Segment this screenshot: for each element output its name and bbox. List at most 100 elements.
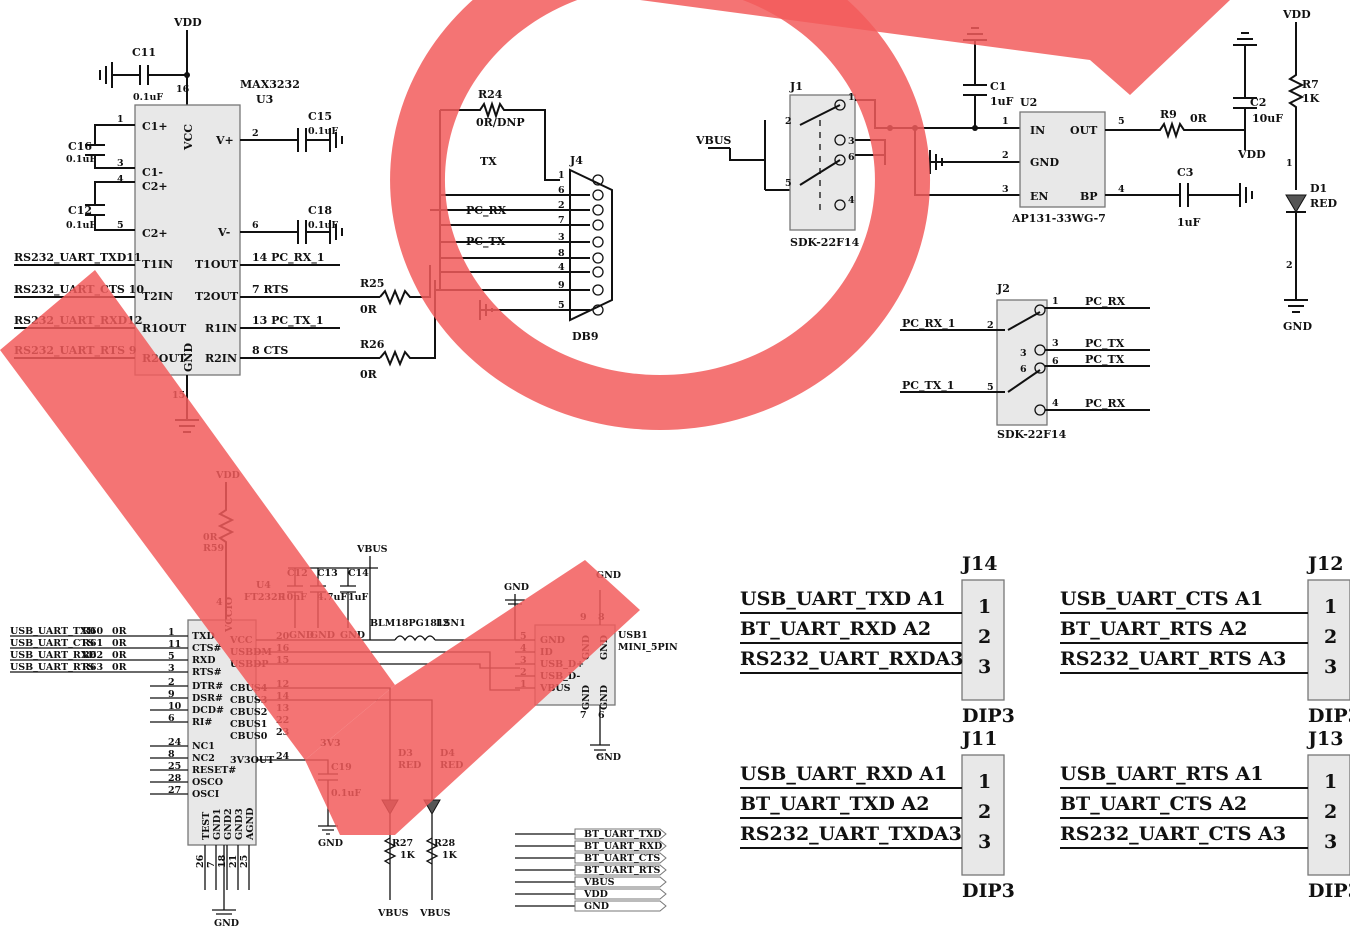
dip-pin-number: 1 <box>978 596 991 618</box>
c15-label: C15 <box>308 110 332 123</box>
u2-n4: 4 <box>1118 184 1125 195</box>
gnd-b: GND <box>310 630 335 641</box>
pn3: 3 <box>117 158 124 169</box>
c16-value: 0.1uF <box>66 154 96 165</box>
usb-block: GND GND USB1 MINI_5PIN GND5ID4USB_D+3USB… <box>504 570 678 763</box>
ft232-bottom-pin: AGND <box>245 808 256 841</box>
gnd-c19: GND <box>318 838 343 849</box>
net-rs232-cts: RS232_UART_CTS 10 <box>14 283 144 297</box>
ft-vbus: VBUS <box>356 544 388 555</box>
net-rs232-txd: RS232_UART_TXD11 <box>14 251 142 265</box>
ft232-series-resistor: R61 <box>82 638 103 649</box>
c19-label: C19 <box>331 762 352 773</box>
pin-r1out: R1OUT <box>142 322 187 335</box>
usb-pin-number: 3 <box>520 655 527 666</box>
c12b-v: 10nF <box>280 592 307 603</box>
ft232-series-resistor: R62 <box>82 650 103 661</box>
dip-row-label: BT_UART_RTS A2 <box>1060 618 1247 640</box>
gnd-ft: GND <box>214 918 239 929</box>
u2-n2: 2 <box>1002 150 1009 161</box>
ft232-left-pin: OSCO <box>192 777 223 788</box>
ref-u3: U3 <box>256 93 273 106</box>
ft232-left-pin-number: 6 <box>168 713 175 724</box>
ft232-left-pin: DCD# <box>192 705 224 716</box>
db9-pin-number: 2 <box>558 200 565 211</box>
dip-pin-number: 3 <box>1324 831 1337 853</box>
ft232-series-resistor-value: 0R <box>112 626 127 637</box>
r28-label: R28 <box>434 838 456 849</box>
ft232-left-pin: RXD <box>192 655 216 666</box>
j1-part: SDK-22F14 <box>790 236 860 249</box>
r7-value: 1K <box>1302 92 1320 105</box>
dip-switch-body <box>1307 754 1350 876</box>
j2-right-pc-tx-a: PC_TX <box>1085 337 1125 351</box>
ft232-left-pin: TXD <box>192 631 215 642</box>
usb-shield-pin: GND <box>581 635 592 660</box>
db9-pin-number: 7 <box>558 215 565 226</box>
c3-label: C3 <box>1177 166 1193 179</box>
ft232-left-pin: OSCI <box>192 789 220 800</box>
net-cts: 8 CTS <box>252 344 288 357</box>
ft232-left-pin: RESET# <box>192 765 236 776</box>
pin-c2p: C2+ <box>142 180 168 193</box>
dip-row-label: USB_UART_TXD A1 <box>740 588 946 610</box>
net-pc-tx-1: 13 PC_TX_1 <box>252 314 324 328</box>
usb-gnd-a: GND <box>504 582 529 593</box>
red-slash-top <box>640 0 1230 95</box>
ft232-series-resistor: R60 <box>82 626 104 637</box>
db9-pin-number: 1 <box>558 170 565 181</box>
r9-value: 0R <box>1190 112 1208 125</box>
ft232-bottom-pin: GND1 <box>212 808 223 840</box>
d4-val: RED <box>440 760 463 771</box>
usb-shield-pin-number: 9 <box>580 612 587 623</box>
j2-p1: 1 <box>1052 296 1059 307</box>
u2-out: OUT <box>1070 124 1098 137</box>
ft232-left-pin-number: 11 <box>168 639 181 650</box>
u2-regulator <box>1019 111 1106 208</box>
j2-p4: 4 <box>1052 398 1059 409</box>
ft232-left-pin-number: 24 <box>168 737 182 748</box>
ft232-right-pin-number: 13 <box>276 703 289 714</box>
ft232-bottom-pin: GND3 <box>234 808 245 840</box>
j2-p3: 3 <box>1052 338 1059 349</box>
dip-row-label: USB_UART_CTS A1 <box>1060 588 1263 610</box>
j1-pin4: 4 <box>848 195 855 206</box>
usb-pin-label: GND <box>540 635 565 646</box>
ft-vdd: VDD <box>215 470 240 481</box>
r26-value: 0R <box>360 368 378 381</box>
r7-label: R7 <box>1302 78 1319 91</box>
dip-switch-body <box>961 754 1005 876</box>
dip-row-label: USB_UART_RXD A1 <box>740 763 947 785</box>
db9-pin-contact <box>592 252 604 264</box>
j1-pin6: 6 <box>848 152 855 163</box>
ft232-left-pin-number: 3 <box>168 663 175 674</box>
j2-p2: 2 <box>987 320 994 331</box>
vbus-d4: VBUS <box>419 908 451 919</box>
pin-r1in: R1IN <box>205 322 237 335</box>
dip-pin-number: 1 <box>978 771 991 793</box>
ft232-bottom-pin-number: 7 <box>206 861 217 868</box>
c12b: C12 <box>287 568 308 579</box>
dip-ref: J12 <box>1306 553 1343 575</box>
net-label-text: BT_UART_RXD <box>584 841 662 852</box>
usb-shield-pin-number: 6 <box>598 710 605 721</box>
j2-right-pc-rx-b: PC_RX <box>1085 397 1126 411</box>
ft232-left-pin-number: 25 <box>168 761 181 772</box>
r9-label: R9 <box>1160 108 1177 121</box>
dip-pin-number: 2 <box>1324 626 1337 648</box>
pin-16: 16 <box>176 84 190 95</box>
net-label-text: VDD <box>583 889 608 900</box>
gnd-c: GND <box>340 630 365 641</box>
net-label-text: BT_UART_CTS <box>584 853 660 864</box>
ft232-right-pin: 3V3OUT <box>230 755 274 766</box>
db9-pin-contact <box>592 284 604 296</box>
pin-c1p: C1+ <box>142 120 168 133</box>
pn15: 15 <box>172 390 185 401</box>
j2-p6: 6 <box>1052 356 1059 367</box>
dip-ref: J13 <box>1306 728 1343 750</box>
r59-value: 0R <box>203 532 218 543</box>
j1-switch <box>789 94 856 231</box>
ft232-left-pin: NC2 <box>192 753 215 764</box>
ref-u4: U4 <box>256 580 271 591</box>
